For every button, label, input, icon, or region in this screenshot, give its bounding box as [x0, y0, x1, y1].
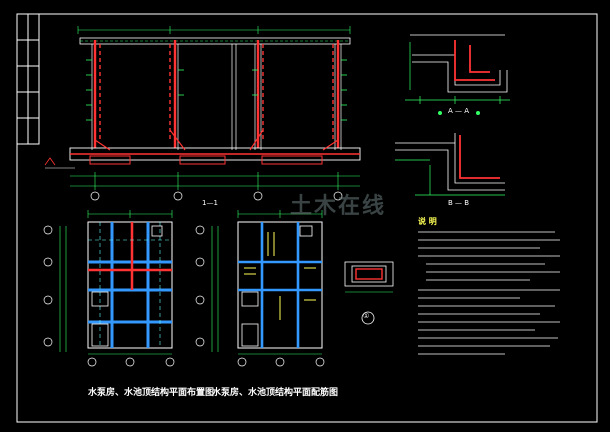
section-1-1-label: 1—1	[202, 199, 218, 207]
section-a-a-detail	[405, 34, 510, 115]
plan-layout-drawing	[43, 210, 175, 367]
plan-layout-title: 水泵房、水池顶结构平面布置图	[88, 388, 215, 398]
watermark: 土木在线	[290, 194, 387, 219]
notes-header: 说 明	[418, 217, 437, 226]
section-b-b-label: B — B	[448, 199, 470, 207]
pit-detail-label: ①	[363, 312, 370, 320]
pit-detail-drawing	[344, 261, 394, 325]
plan-reinforcement-drawing	[195, 210, 325, 367]
section-a-a-label: A — A	[448, 107, 470, 115]
notes-text-lines	[418, 231, 560, 355]
plan-reinforcement-title: 水泵房、水池顶结构平面配筋图	[212, 388, 339, 398]
section-1-1-drawing	[44, 26, 361, 201]
sheet-frame	[16, 13, 598, 423]
section-b-b-detail	[395, 133, 505, 196]
